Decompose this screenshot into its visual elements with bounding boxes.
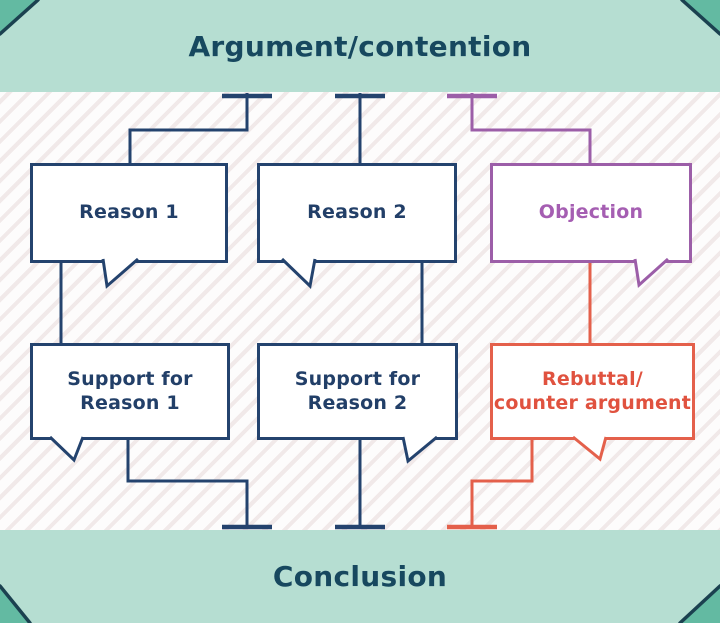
reason-2-label: Reason 2	[307, 201, 407, 224]
corner-edge-top-left	[0, 0, 40, 36]
conclusion-banner: Conclusion	[0, 530, 720, 623]
rebuttal-label: Rebuttal/ counter argument	[493, 367, 692, 414]
support-for-reason-1-label: Support for Reason 1	[67, 367, 193, 414]
corner-edge-top-right	[680, 0, 720, 36]
support-for-reason-2-box: Support for Reason 2	[257, 343, 458, 440]
objection-label: Objection	[538, 201, 644, 224]
reason-1-tail	[101, 257, 139, 289]
argument-banner: Argument/contention	[0, 0, 720, 92]
connector-argument-to-reason1	[128, 93, 249, 166]
corner-edge-bottom-right	[678, 584, 720, 623]
objection-box: Objection	[490, 163, 692, 263]
support-for-reason-1-box: Support for Reason 1	[30, 343, 230, 440]
support-1-tail	[48, 435, 85, 463]
conclusion-title: Conclusion	[272, 560, 448, 593]
support-2-tail	[401, 435, 438, 464]
reason-2-box: Reason 2	[257, 163, 457, 263]
rebuttal-box: Rebuttal/ counter argument	[490, 343, 695, 440]
rebuttal-tail	[572, 435, 608, 462]
connector-argument-to-objection	[470, 93, 592, 166]
objection-tail	[633, 257, 670, 288]
connector-support1-to-conclusion	[126, 438, 249, 528]
connector-rebuttal-to-conclusion	[470, 438, 534, 528]
reason-2-tail	[280, 257, 317, 290]
reason-1-label: Reason 1	[79, 201, 179, 224]
support-for-reason-2-label: Support for Reason 2	[294, 367, 421, 414]
corner-edge-bottom-left	[0, 584, 32, 623]
argument-title: Argument/contention	[188, 29, 532, 63]
